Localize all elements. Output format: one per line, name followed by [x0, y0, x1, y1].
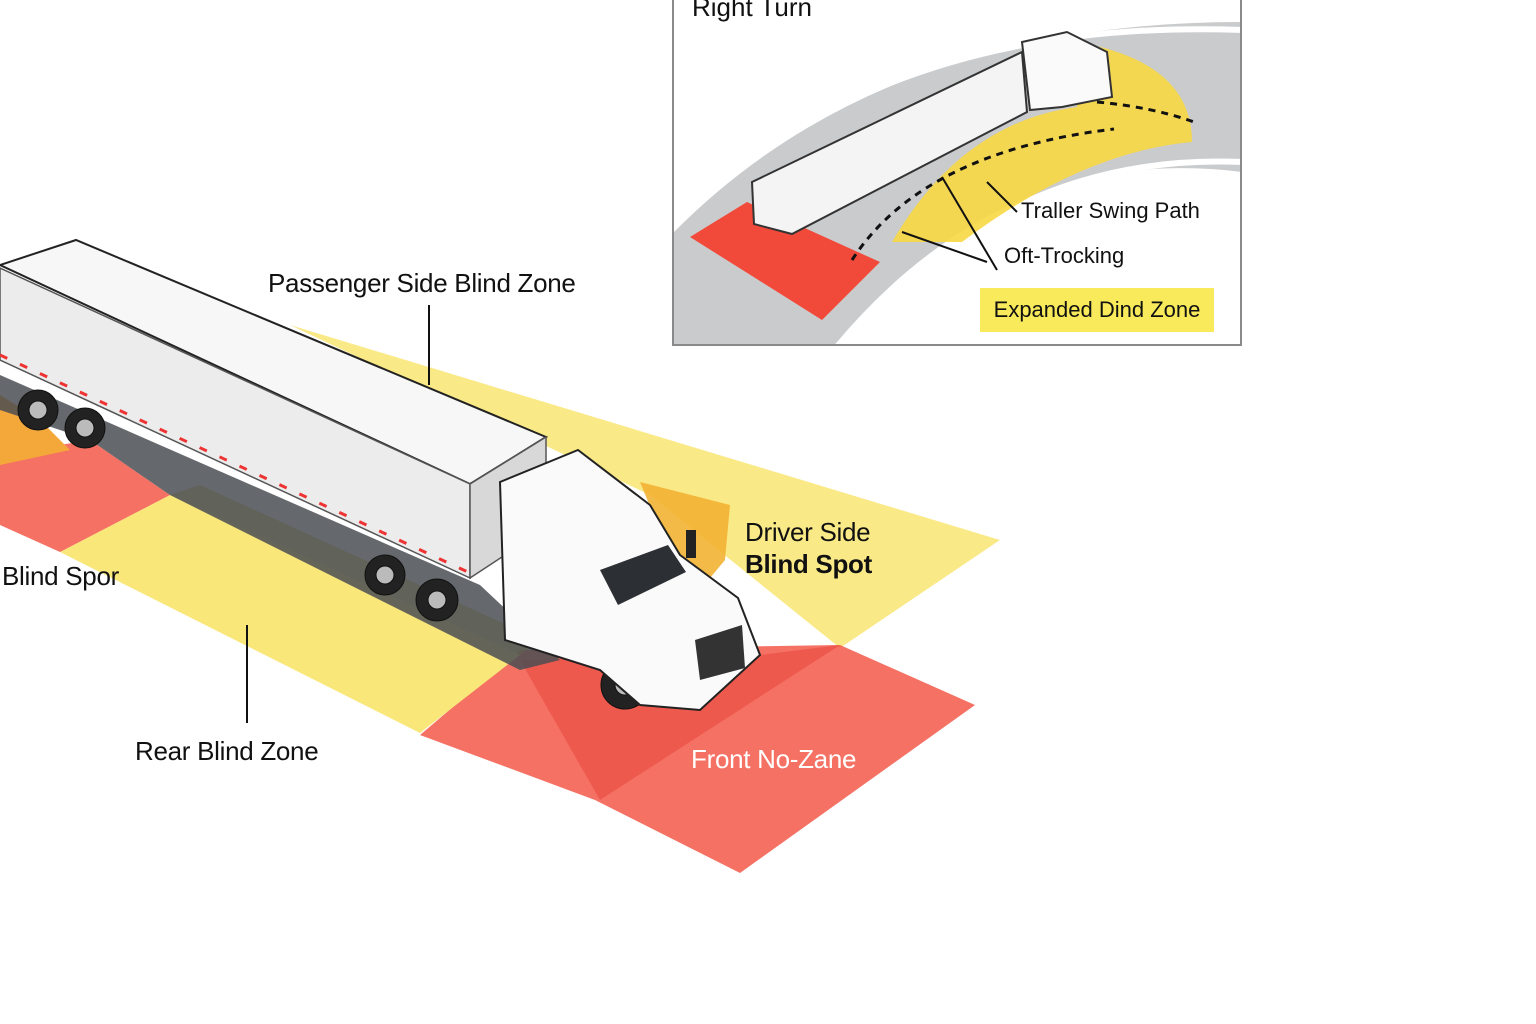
inset-title: Right Turn: [692, 0, 812, 22]
truck-grille: [695, 625, 745, 680]
trailer-swing-path: [850, 127, 1115, 261]
rear-blind-zone-label: Rear Blind Zone: [135, 736, 319, 766]
road-edge-outer: [674, 26, 1240, 227]
inset-cab: [1020, 30, 1114, 112]
expanded-blind-zone-label: Expanded Dind Zone: [980, 288, 1214, 332]
rear-red-zone: [690, 202, 880, 320]
offtracking-leader-1: [941, 176, 998, 271]
rear-blind-zone: [60, 495, 520, 733]
off-tracking-label: Oft-Trocking: [1004, 243, 1125, 268]
expanded-blind-zone: [892, 42, 1192, 242]
truck-windshield: [600, 545, 686, 605]
left-blind-spot-label: Blind Spor: [2, 561, 119, 591]
trailer-swing-label: Traller Swing Path: [1021, 198, 1200, 223]
driver-side-blind-spot-zone: [640, 482, 730, 590]
driver-side-label-line1: Driver Side: [745, 517, 871, 547]
passenger-side-label: Passenger Side Blind Zone: [268, 268, 576, 298]
driver-side-label-line2: Blind Spot: [745, 549, 872, 579]
inset-diagram: [674, 22, 1240, 344]
truck-mirror: [686, 530, 696, 558]
road-edge-inner: [841, 158, 1240, 344]
left-red-zone: [0, 440, 170, 552]
offtracking-leader-2: [901, 231, 988, 263]
front-no-zone-label: Front No-Zane: [691, 744, 857, 774]
inset-trailer: [750, 50, 1029, 236]
off-tracking-path: [1096, 100, 1195, 124]
front-no-zone-inner: [520, 645, 840, 800]
swing-leader: [986, 181, 1018, 213]
right-turn-inset: Right Turn Traller Swing Path Oft-Trocki…: [672, 0, 1242, 346]
